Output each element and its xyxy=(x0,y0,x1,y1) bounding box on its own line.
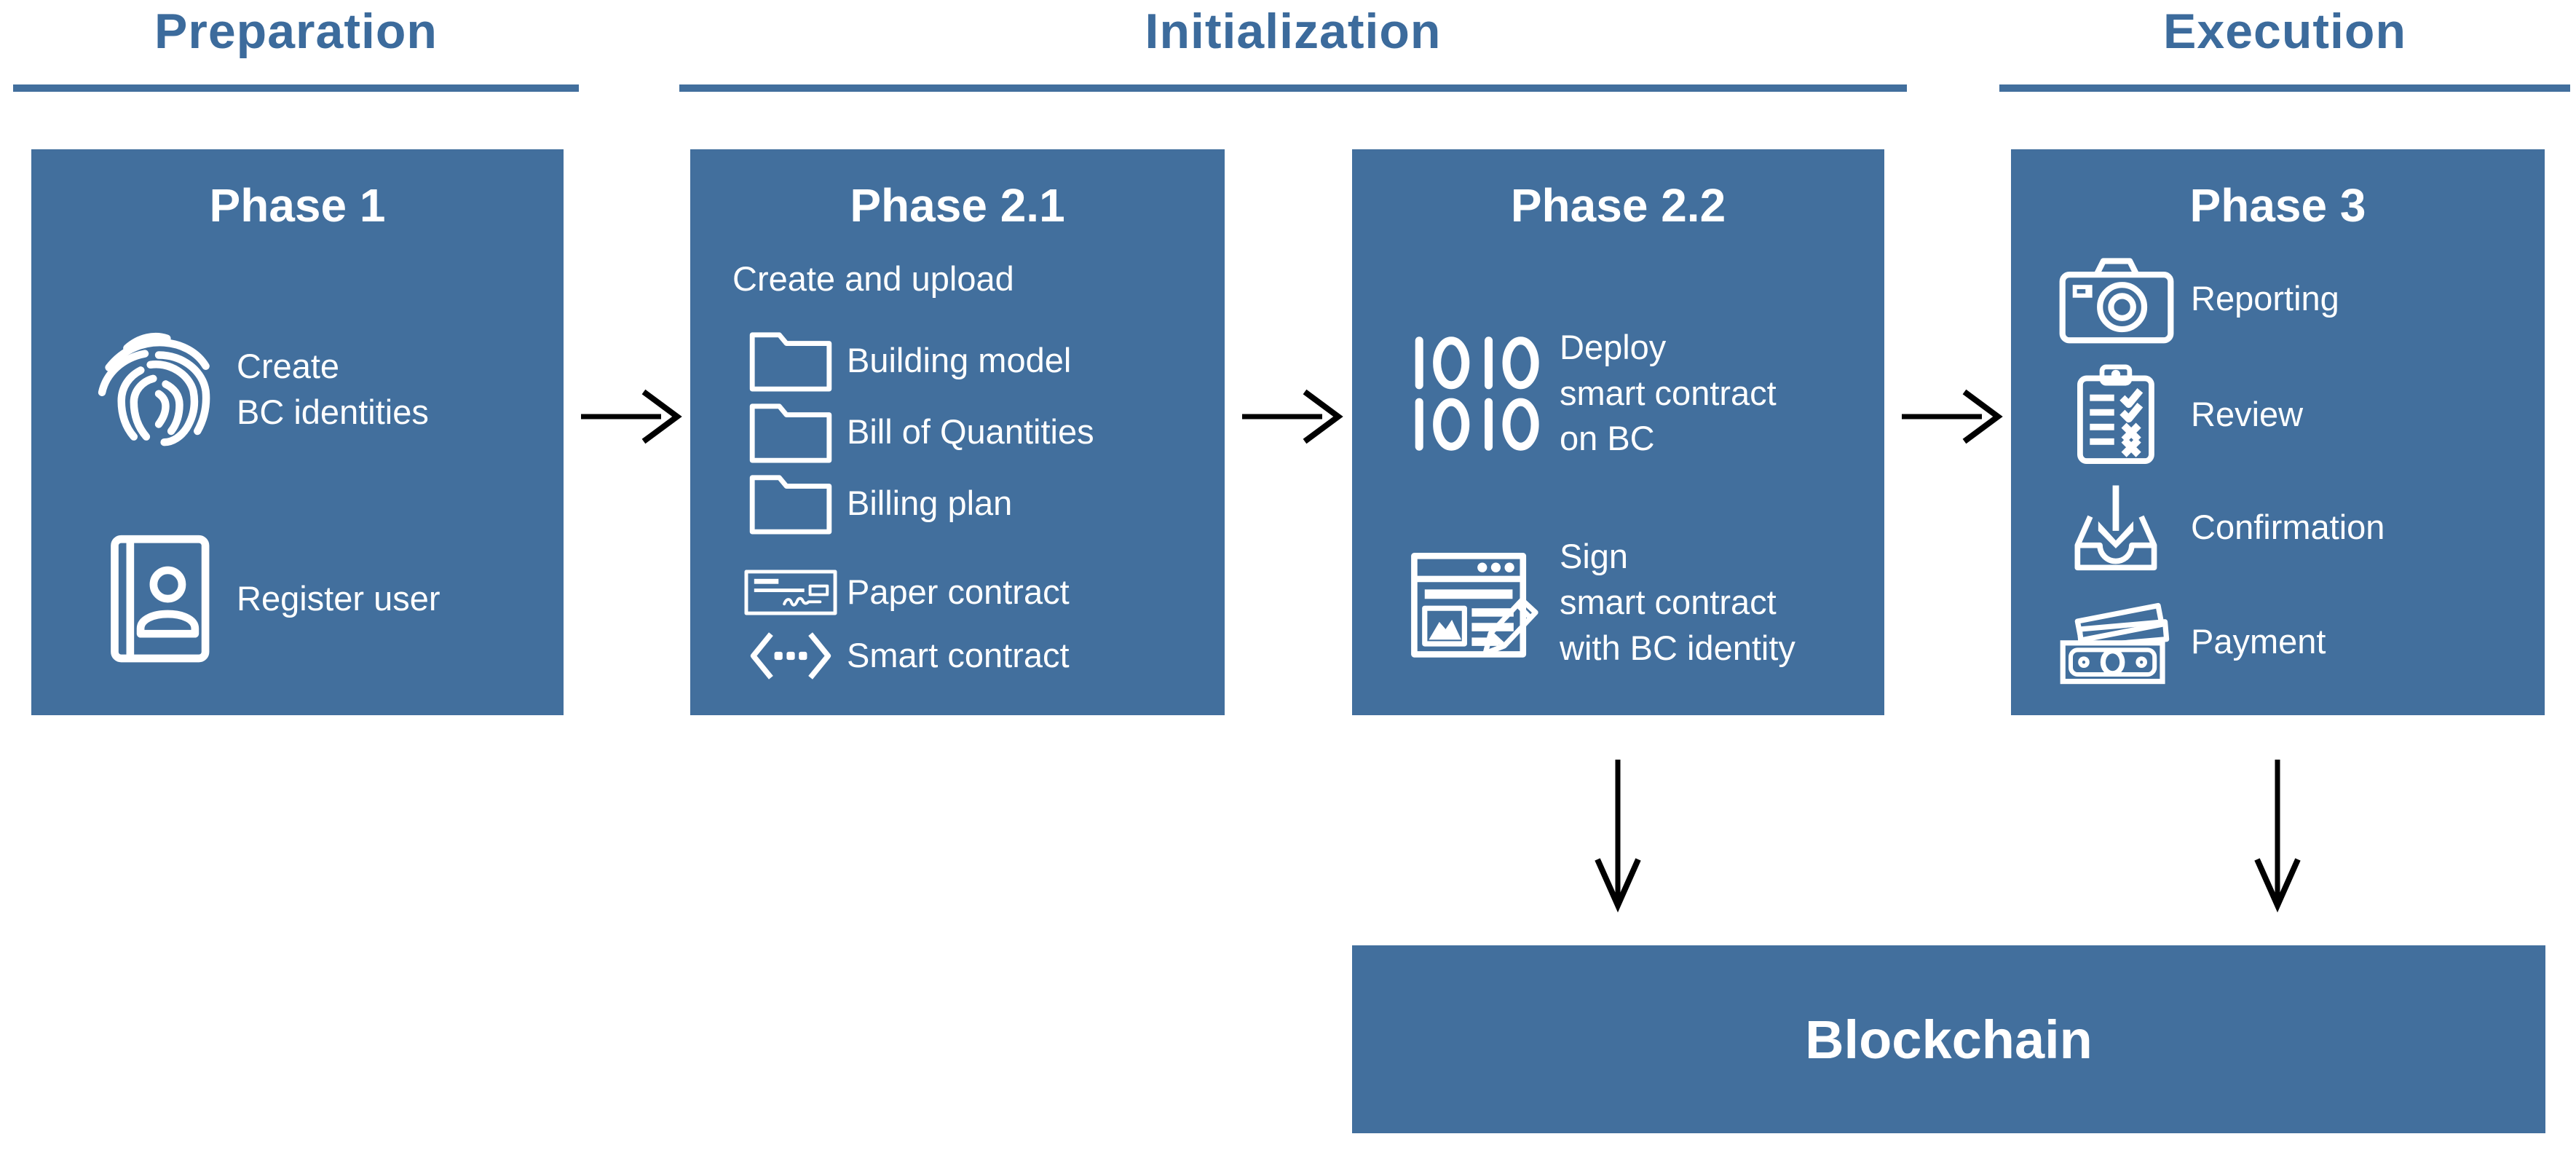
folder-icon xyxy=(734,399,847,465)
phase-2-2-item-deploy: Deploy smart contract on BC xyxy=(1388,328,1777,459)
money-icon xyxy=(2042,596,2191,688)
phase-3-item-confirmation: Confirmation xyxy=(2042,470,2385,585)
phase-2-1-item-billing-plan: Billing plan xyxy=(734,468,1012,538)
item-label: Bill of Quantities xyxy=(847,411,1094,451)
blockchain-label: Blockchain xyxy=(1805,1009,2093,1070)
phase-1-title: Phase 1 xyxy=(209,179,386,232)
binary-code-icon xyxy=(1388,334,1560,454)
inbox-download-icon xyxy=(2042,481,2191,573)
item-label: Payment xyxy=(2191,621,2326,661)
section-header-preparation: Preparation xyxy=(154,4,438,59)
item-label: Create BC identities xyxy=(237,347,429,431)
phase-2-1-item-building-model: Building model xyxy=(734,326,1071,395)
phase-2-1-subtitle: Create and upload xyxy=(732,259,1014,298)
clipboard-checklist-icon xyxy=(2042,363,2191,465)
initialization-underline xyxy=(679,84,1907,92)
fingerprint-icon xyxy=(81,320,237,459)
preparation-underline xyxy=(13,84,579,92)
arrow-phase22-to-blockchain xyxy=(1595,760,1641,913)
phase-1-item-register-user: Register user xyxy=(81,528,440,670)
sign-document-icon xyxy=(1388,546,1560,661)
phase-2-2-box: Phase 2.2 Deploy smart contrac xyxy=(1352,149,1884,715)
phase-3-item-payment: Payment xyxy=(2042,583,2326,700)
arrow-phase1-to-phase21 xyxy=(581,389,682,444)
paper-contract-icon xyxy=(734,569,847,615)
item-label: Reporting xyxy=(2191,278,2339,318)
arrow-phase22-to-phase3 xyxy=(1902,389,2003,444)
smart-contract-icon xyxy=(734,630,847,682)
phase-3-title: Phase 3 xyxy=(2189,179,2366,232)
address-book-icon xyxy=(81,532,237,666)
item-label: Sign smart contract with BC identity xyxy=(1560,537,1795,667)
phase-3-item-reporting: Reporting xyxy=(2042,240,2339,357)
phase-2-1-item-smart-contract: Smart contract xyxy=(734,623,1070,688)
item-label: Paper contract xyxy=(847,572,1070,611)
item-label: Building model xyxy=(847,340,1072,379)
item-label: Review xyxy=(2191,394,2304,433)
folder-icon xyxy=(734,470,847,536)
phase-2-2-title: Phase 2.2 xyxy=(1510,179,1726,232)
item-label: Smart contract xyxy=(847,635,1070,674)
phase-3-item-review: Review xyxy=(2042,357,2303,472)
phase-2-1-box: Phase 2.1 Create and upload Building mod… xyxy=(690,149,1225,715)
section-header-initialization: Initialization xyxy=(1145,4,1442,59)
phase-3-box: Phase 3 Reporting xyxy=(2011,149,2545,715)
arrow-phase21-to-phase22 xyxy=(1242,389,1343,444)
item-label: Register user xyxy=(237,579,440,618)
blockchain-box: Blockchain xyxy=(1352,945,2545,1133)
camera-icon xyxy=(2042,254,2191,344)
phase-1-box: Phase 1 Create BC xyxy=(31,149,564,715)
phase-2-1-item-paper-contract: Paper contract xyxy=(734,562,1070,623)
execution-underline xyxy=(1999,84,2570,92)
phase-2-1-title: Phase 2.1 xyxy=(850,179,1065,232)
arrow-phase3-to-blockchain xyxy=(2254,760,2301,913)
phase-2-1-item-bill-of-quantities: Bill of Quantities xyxy=(734,397,1094,467)
phase-2-2-item-sign: Sign smart contract with BC identity xyxy=(1388,532,1795,674)
phase-1-item-create-bc-identities: Create BC identities xyxy=(81,317,429,462)
item-label: Confirmation xyxy=(2191,507,2385,546)
item-label: Billing plan xyxy=(847,483,1013,522)
folder-icon xyxy=(734,328,847,393)
section-header-execution: Execution xyxy=(2163,4,2406,59)
item-label: Deploy smart contract on BC xyxy=(1560,327,1777,458)
